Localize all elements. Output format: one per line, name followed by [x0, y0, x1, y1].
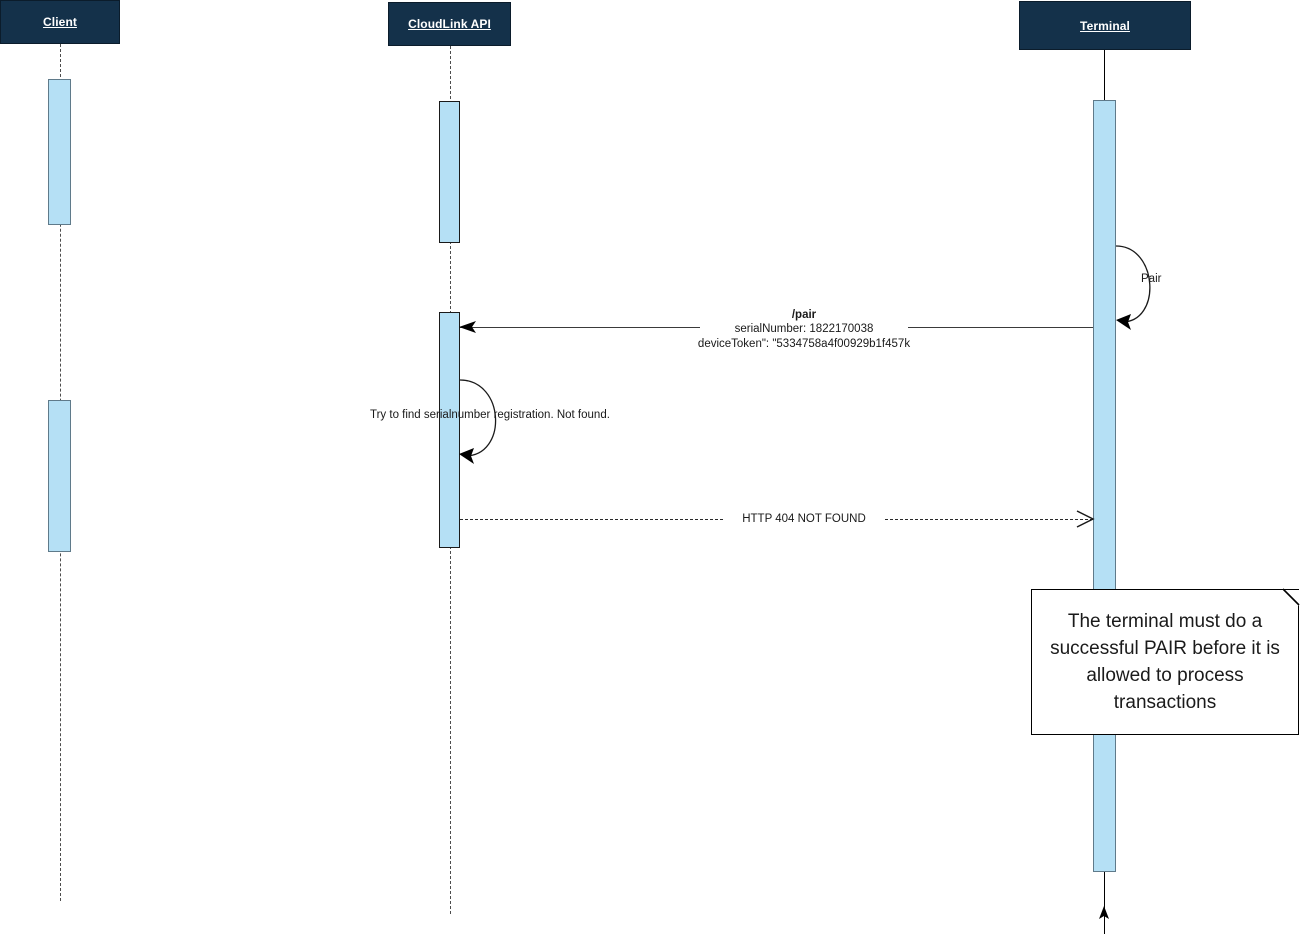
participant-terminal[interactable]: Terminal	[1019, 1, 1191, 50]
activation-terminal-1	[1093, 100, 1116, 872]
participant-client-label: Client	[43, 15, 77, 29]
message-pair-request-label-line-2: serialNumber: 1822170038	[700, 322, 908, 337]
lifeline-terminal-lower	[1104, 872, 1105, 934]
activation-client-1	[48, 79, 71, 225]
note-fold-corner	[1283, 590, 1299, 606]
self-loop-lookup-arrowhead	[459, 448, 474, 464]
note-pair-requirement: The terminal must do a successful PAIR b…	[1031, 589, 1299, 735]
message-pair-request-label-line-1: /pair	[700, 308, 908, 323]
self-loop-pair-arrowhead	[1116, 314, 1131, 330]
message-self-pair-label: Pair	[1141, 273, 1162, 285]
note-pair-requirement-text: The terminal must do a successful PAIR b…	[1050, 611, 1280, 713]
message-pair-request-label-line-3: deviceToken": "5334758a4f00929b1f457k	[670, 337, 938, 352]
message-http-404-label: HTTP 404 NOT FOUND	[724, 512, 884, 527]
lifeline-terminal	[1104, 50, 1105, 102]
participant-cloudlink-api-label: CloudLink API	[408, 17, 491, 31]
message-self-lookup-label: Try to find serialnumber registration. N…	[370, 409, 610, 421]
activation-cloudlink-1	[439, 101, 460, 243]
activation-cloudlink-2	[439, 312, 460, 548]
activation-client-2	[48, 400, 71, 552]
participant-client[interactable]: Client	[0, 0, 120, 44]
participant-terminal-label: Terminal	[1080, 18, 1130, 33]
participant-cloudlink-api[interactable]: CloudLink API	[388, 2, 511, 46]
